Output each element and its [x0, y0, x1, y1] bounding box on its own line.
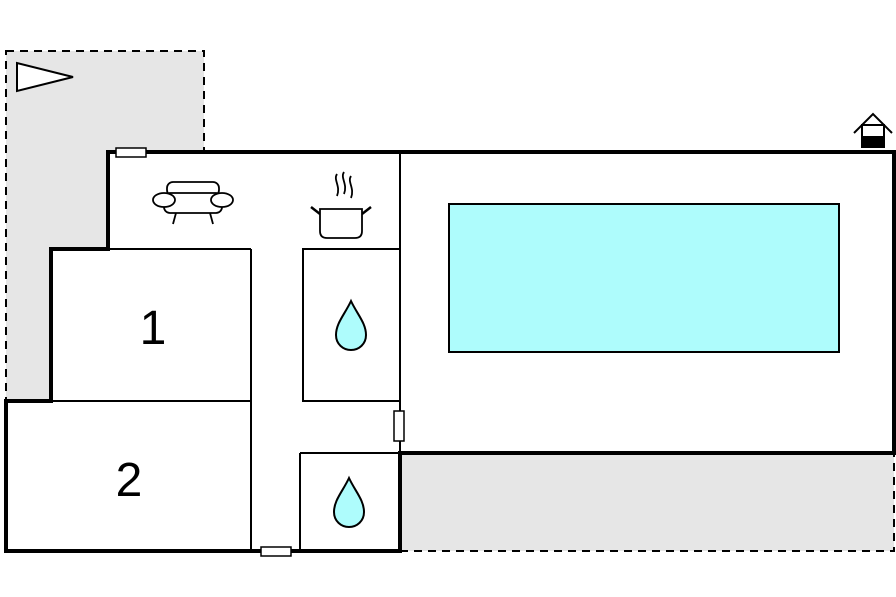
door-top — [115, 147, 147, 158]
outdoor-terrace-bottom — [399, 452, 895, 552]
room-number-2: 2 — [116, 454, 143, 507]
north-arrow-icon — [16, 61, 74, 93]
water-drop-icon — [334, 298, 368, 352]
sofa-icon — [152, 181, 234, 225]
exterior-walls — [4, 150, 896, 553]
interior-walls — [51, 152, 401, 551]
cooking-pot-icon — [310, 171, 372, 239]
door-bottom — [260, 546, 292, 557]
house-entrance-icon — [853, 112, 893, 148]
room-number-1: 1 — [140, 302, 167, 355]
swimming-pool — [448, 203, 840, 353]
door-side — [393, 410, 405, 442]
water-drop-icon — [332, 475, 366, 529]
